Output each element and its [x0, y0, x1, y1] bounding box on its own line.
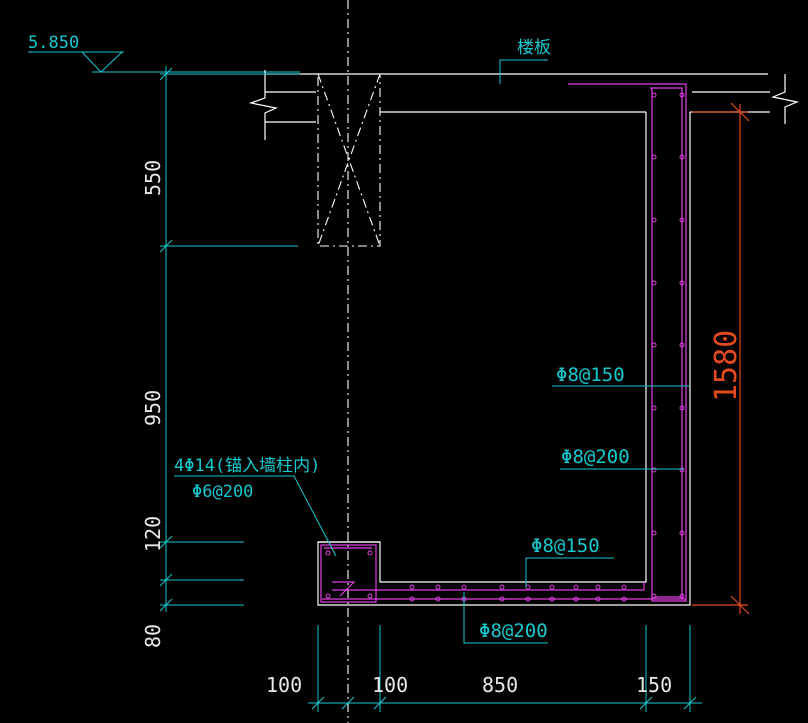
- dim-150: 150: [636, 673, 672, 697]
- rebar-dot: [679, 280, 685, 286]
- rebar-dot: [549, 584, 555, 590]
- gutter-outline: [317, 112, 691, 606]
- bottom-bottom-label: Φ8@200: [479, 620, 548, 642]
- rebar-dot: [435, 584, 441, 590]
- dim-950: 950: [141, 390, 165, 426]
- total-height-label: 1580: [709, 330, 744, 402]
- rebar-dot: [679, 92, 685, 98]
- rebar-dot: [461, 584, 467, 590]
- rebar-dot: [595, 584, 601, 590]
- break-mark-right: [770, 74, 800, 124]
- rebar-dot: [679, 154, 685, 160]
- elevation-marker: 5.850: [28, 33, 300, 73]
- horizontal-dimension-chain: 100 100 850 150: [266, 625, 702, 712]
- rebar-dot: [525, 584, 531, 590]
- rebar-lines: [320, 83, 687, 603]
- slab-outline: [248, 70, 800, 140]
- annotation-bottom-top: Φ8@150: [525, 535, 614, 588]
- rebar-dot: [595, 596, 601, 602]
- rebar-dot: [573, 596, 579, 602]
- annotation-vertical-inner: Φ8@200: [560, 446, 684, 470]
- dim-80: 80: [141, 624, 165, 648]
- vertical-inner-label: Φ8@200: [561, 446, 630, 468]
- hidden-beam: [317, 73, 381, 247]
- slab-leader: 楼板: [499, 38, 551, 84]
- rebar-dot: [409, 596, 415, 602]
- vertical-dimension-chain: 550 950 120 80: [141, 66, 300, 648]
- rebar-dot: [651, 92, 657, 98]
- vertical-outer-label: Φ8@150: [556, 364, 625, 386]
- break-mark-left: [248, 70, 278, 140]
- rebar-dot: [525, 596, 531, 602]
- rebar-dot: [325, 593, 331, 599]
- rebar-dot: [651, 342, 657, 348]
- rebar-dot: [621, 584, 627, 590]
- dim-120: 120: [141, 516, 165, 552]
- bottom-top-label: Φ8@150: [531, 535, 600, 557]
- dim-550: 550: [141, 160, 165, 196]
- rebar-dot: [679, 405, 685, 411]
- corner-column-main-label: 4Φ14(锚入墙柱内): [174, 456, 320, 476]
- rebar-dot: [651, 405, 657, 411]
- annotation-corner-column: 4Φ14(锚入墙柱内) Φ6@200: [174, 456, 337, 557]
- rebar-dot: [367, 550, 373, 556]
- rebar-dot: [651, 280, 657, 286]
- rebar-dot: [679, 467, 685, 473]
- rebar-dot: [499, 584, 505, 590]
- rebar-dot: [651, 467, 657, 473]
- rebar-dot: [499, 596, 505, 602]
- annotation-bottom-bottom: Φ8@200: [463, 592, 548, 644]
- rebar-dot: [325, 550, 331, 556]
- annotation-vertical-outer: Φ8@150: [552, 364, 690, 387]
- rebar-dot: [679, 342, 685, 348]
- rebar-dot: [651, 217, 657, 223]
- rebar-dot: [573, 584, 579, 590]
- dim-100-left: 100: [266, 673, 302, 697]
- rebar-dot: [651, 154, 657, 160]
- dim-850: 850: [482, 673, 518, 697]
- rebar-dot: [409, 584, 415, 590]
- slab-label: 楼板: [517, 38, 551, 58]
- elevation-value: 5.850: [28, 33, 79, 53]
- total-height-dimension: 1580: [692, 102, 750, 615]
- corner-column-stirrup-label: Φ6@200: [192, 482, 253, 502]
- rebar-dot: [679, 217, 685, 223]
- rebar-dot: [621, 596, 627, 602]
- rebar-dot: [679, 530, 685, 536]
- rebar-dot: [435, 596, 441, 602]
- rebar-dot: [367, 593, 373, 599]
- rebar-dot: [679, 593, 685, 599]
- dim-100-right: 100: [372, 673, 408, 697]
- rebar-dot: [651, 530, 657, 536]
- rebar-dot: [549, 596, 555, 602]
- rebar-dot: [651, 593, 657, 599]
